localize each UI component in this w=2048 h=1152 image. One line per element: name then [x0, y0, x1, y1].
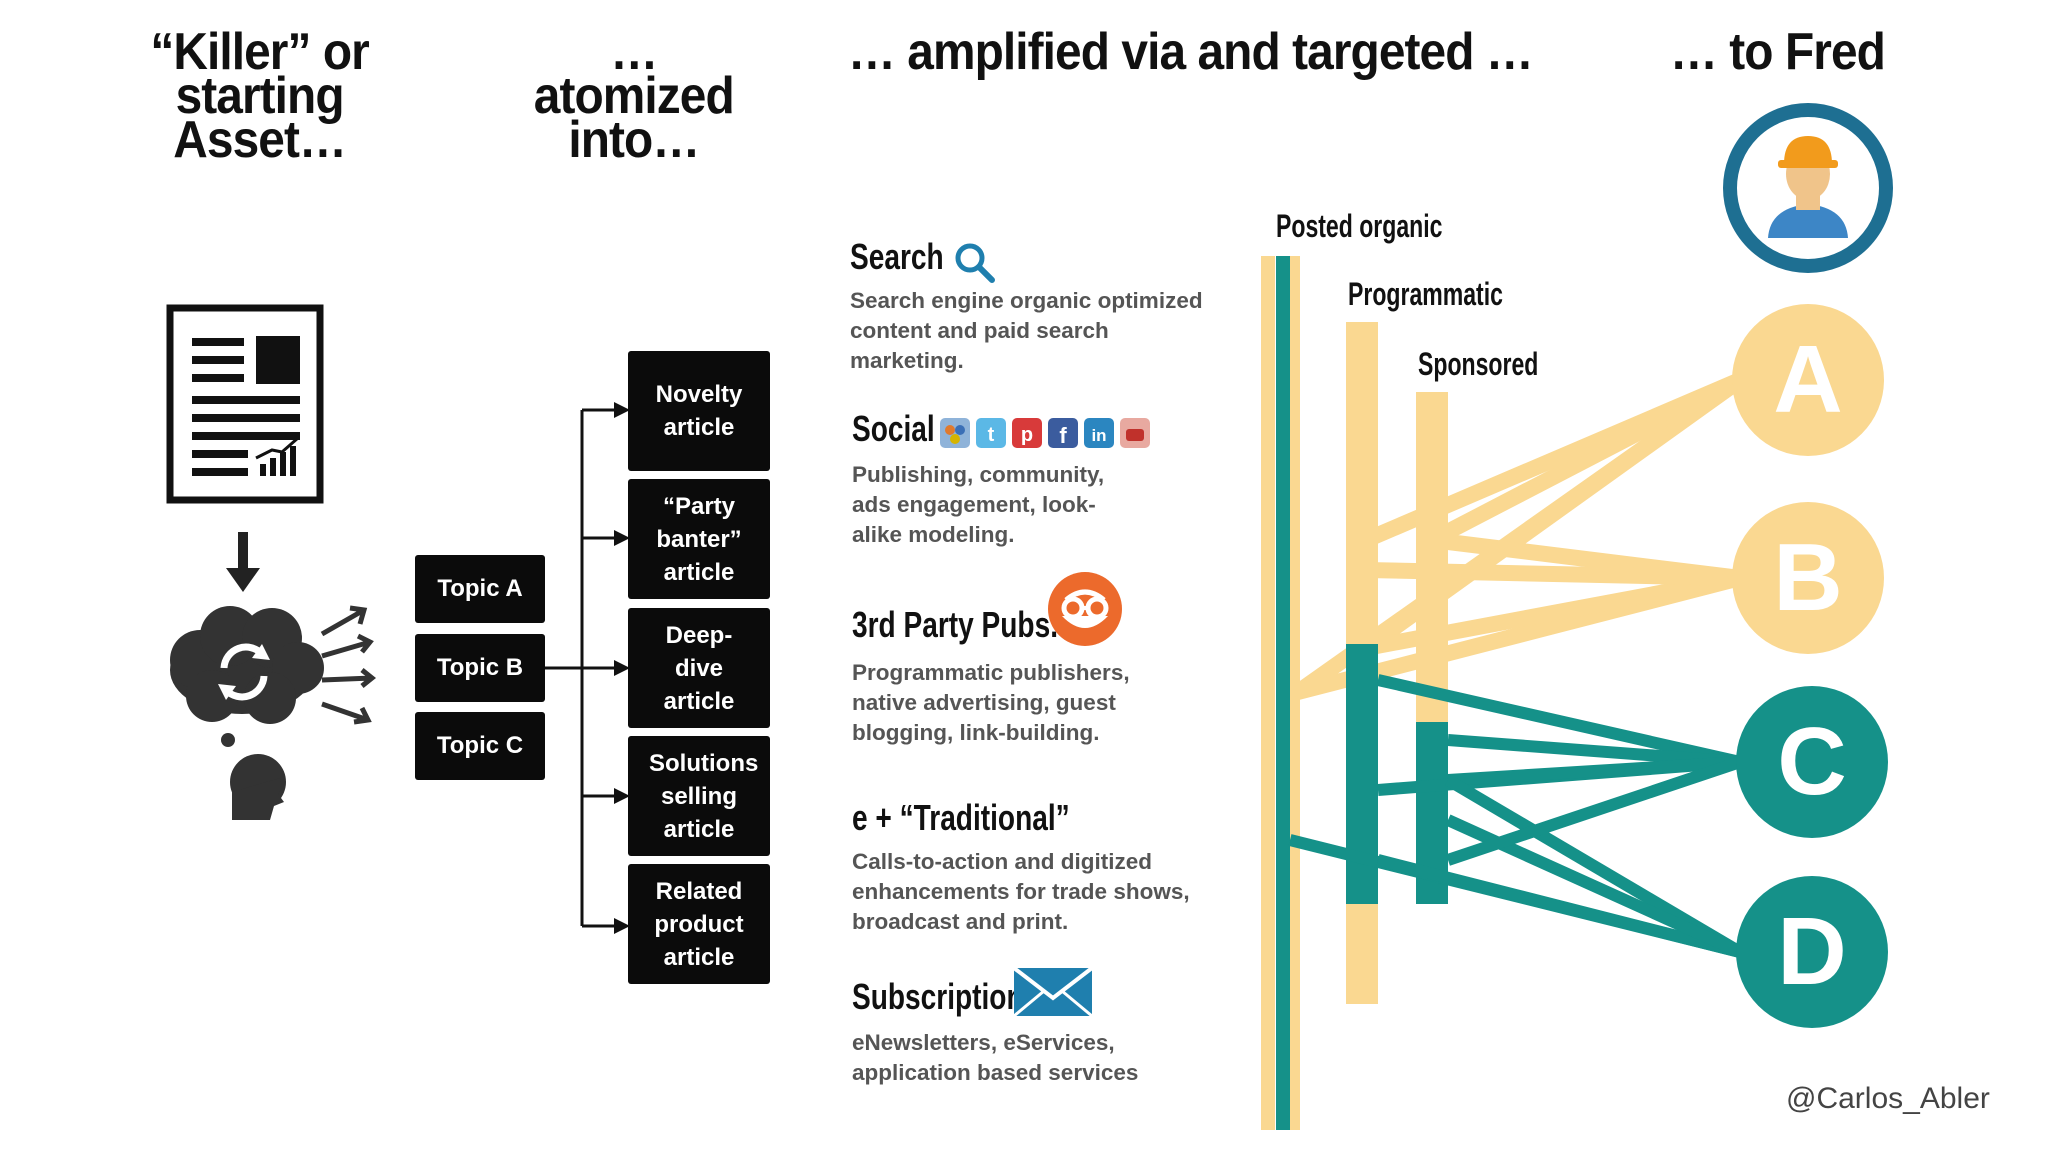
section-search-desc: Search engine organic optimized content …	[850, 288, 1203, 373]
header-fred: … to Fred	[1670, 26, 1891, 78]
target-c-label: C	[1777, 708, 1846, 815]
target-b: B	[1732, 502, 1884, 654]
header-atomized: … atomized into…	[505, 26, 763, 166]
search-icon	[955, 243, 995, 283]
programmatic-label: Programmatic	[1348, 276, 1503, 312]
header-amplified: … amplified via and targeted …	[848, 26, 1534, 78]
article-solutions-selling-label: Solutions selling article	[649, 749, 759, 843]
teal-connections	[1288, 674, 1744, 958]
svg-text:f: f	[1059, 423, 1067, 448]
svg-text:t: t	[988, 424, 995, 446]
posted-organic-teal-bar	[1276, 256, 1290, 1130]
topic-a-label: Topic A	[437, 575, 523, 602]
header-asset-text: “Killer” or starting Asset…	[150, 23, 369, 169]
header-fred-text: … to Fred	[1670, 23, 1886, 81]
section-subscription-title: Subscription	[852, 976, 1024, 1017]
sponsored-label: Sponsored	[1418, 346, 1539, 382]
outbrain-icon	[1048, 572, 1122, 646]
thought-cloud-icon	[170, 606, 324, 747]
article-novelty-label: Novelty article	[655, 381, 743, 441]
social-icons: t p f in	[940, 418, 1150, 448]
section-traditional-desc: Calls-to-action and digitized enhancemen…	[852, 849, 1190, 934]
article-party-banter-label: “Party banter” article	[656, 492, 742, 586]
header-amplified-text: … amplified via and targeted …	[848, 23, 1534, 81]
asset-illustration	[166, 304, 324, 820]
article-deep-dive: Deep-dive article	[628, 608, 770, 728]
section-social-desc: Publishing, community, ads engagement, l…	[852, 462, 1105, 547]
target-a: A	[1732, 304, 1884, 456]
article-related-product: Related product article	[628, 864, 770, 984]
section-3rd-party-title: 3rd Party Pubs.	[852, 604, 1058, 645]
document-icon	[166, 304, 324, 504]
article-party-banter: “Party banter” article	[628, 479, 770, 599]
posted-organic-label: Posted organic	[1276, 208, 1443, 244]
target-a-label: A	[1773, 326, 1842, 433]
targeting-graphic: A B C D	[1261, 103, 1893, 1130]
section-search-title: Search	[850, 236, 944, 277]
atomize-connectors	[545, 402, 630, 934]
article-related-product-label: Related product article	[654, 877, 744, 971]
article-solutions-selling: Solutions selling article	[628, 736, 770, 856]
down-arrow-icon	[226, 532, 260, 592]
topic-b-label: Topic B	[436, 654, 524, 681]
section-3rd-party-desc: Programmatic publishers, native advertis…	[852, 660, 1130, 745]
svg-text:in: in	[1091, 426, 1106, 445]
svg-text:p: p	[1021, 424, 1033, 446]
article-deep-dive-label: Deep-dive article	[663, 621, 735, 715]
target-c: C	[1736, 686, 1888, 838]
topic-a-box: Topic A	[415, 555, 545, 623]
posted-organic-bar-light	[1261, 256, 1275, 1130]
target-d: D	[1736, 876, 1888, 1028]
section-traditional-title: e + “Traditional”	[852, 797, 1070, 838]
topic-b-box: Topic B	[415, 634, 545, 702]
section-subscription-desc: eNewsletters, eServices, application bas…	[852, 1030, 1139, 1085]
header-asset: “Killer” or starting Asset…	[140, 26, 379, 166]
credit-handle: @Carlos_Abler	[1786, 1082, 1990, 1115]
topic-c-box: Topic C	[415, 712, 545, 780]
fred-avatar	[1723, 103, 1893, 273]
topic-c-label: Topic C	[436, 732, 524, 759]
header-atomized-text: … atomized into…	[533, 23, 735, 169]
target-b-label: B	[1773, 524, 1842, 631]
article-novelty: Novelty article	[628, 351, 770, 471]
head-silhouette-icon	[230, 754, 286, 820]
radiating-arrows-icon	[320, 605, 377, 725]
section-social-title: Social	[852, 408, 935, 449]
envelope-icon	[1012, 966, 1094, 1018]
target-d-label: D	[1777, 898, 1846, 1005]
